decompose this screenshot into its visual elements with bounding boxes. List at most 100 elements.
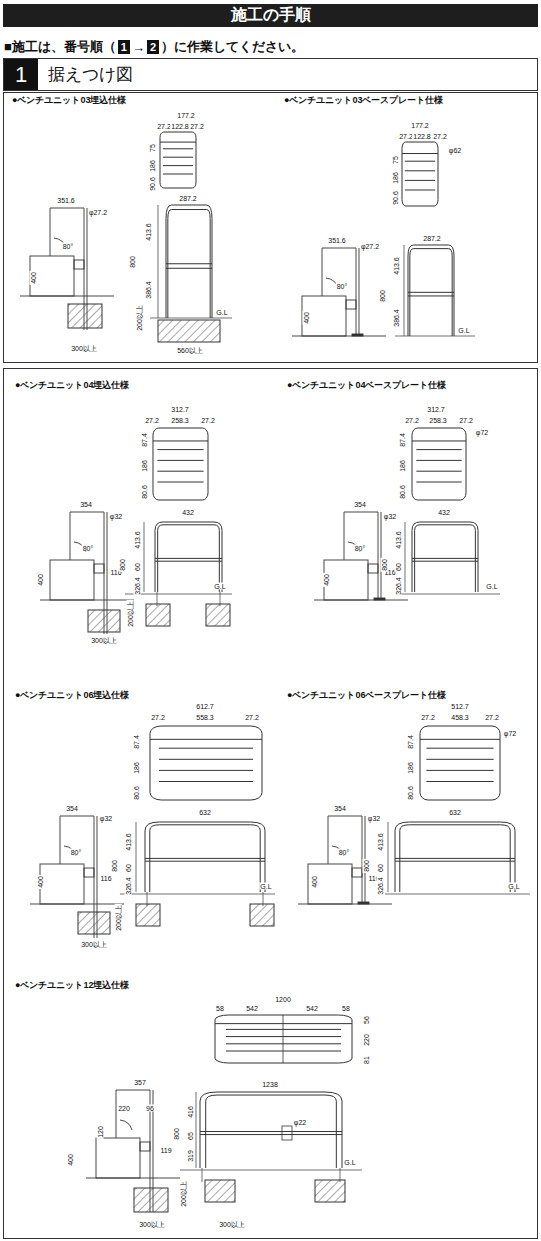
step-number: 2: [150, 41, 156, 53]
step-number: 1: [121, 41, 127, 53]
dimension-label: 542: [245, 1005, 259, 1012]
dimension-label: 800: [119, 558, 126, 572]
dimension-label: 58: [215, 1005, 225, 1012]
dimension-label: 186: [399, 459, 406, 473]
figure-title: ●ベンチユニット03ベースプレート仕様: [284, 96, 443, 105]
dimension-label: 612.7: [195, 703, 215, 710]
dimension-label: 120: [97, 1125, 104, 1139]
dimension-label: 413.6: [134, 530, 141, 550]
dimension-label: 27.2: [200, 417, 216, 424]
dimension-label: 354: [353, 501, 367, 508]
dimension-label: 119: [159, 1147, 172, 1154]
section-title: 据えつけ図: [48, 63, 133, 86]
dimension-label: 87.4: [407, 734, 414, 750]
dimension-label: 400: [37, 875, 44, 889]
dimension-label: 800: [363, 859, 370, 873]
dimension-label: 80°: [338, 849, 351, 856]
dimension-label: 386.4: [393, 308, 400, 328]
dimension-label: φ62: [448, 147, 462, 154]
dimension-label: 220: [363, 1033, 370, 1047]
figure-title: ●ベンチユニット04埋込仕様: [15, 381, 129, 390]
dimension-label: 122.8: [412, 133, 432, 140]
dimension-label: 432: [181, 509, 195, 516]
dimension-label: 800: [173, 1127, 180, 1141]
dimension-label: G.L: [259, 883, 272, 890]
dimension-label: 60: [377, 863, 384, 873]
dimension-label: 186: [133, 761, 140, 775]
dimension-label: 27.2: [420, 714, 436, 721]
dimension-label: 632: [448, 809, 462, 816]
dimension-label: 80.6: [133, 785, 140, 801]
dimension-label: 80°: [82, 545, 95, 552]
dimension-label: 558.3: [195, 714, 215, 721]
dimension-label: 90.6: [149, 176, 156, 192]
dimension-label: 351.6: [327, 237, 347, 244]
dimension-label: 200以上: [115, 904, 122, 932]
dimension-label: 458.3: [450, 714, 470, 721]
dimension-label: 58: [341, 1005, 351, 1012]
dimension-label: 122.8: [170, 123, 190, 130]
dimension-label: 400: [303, 311, 310, 325]
dimension-label: 400: [67, 1153, 74, 1167]
dimension-label: φ32: [383, 513, 397, 520]
dimension-label: 357: [133, 1079, 147, 1086]
dimension-label: 542: [305, 1005, 319, 1012]
dimension-label: 287.2: [178, 195, 198, 202]
dimension-label: 400: [37, 573, 44, 587]
dimension-label: 1200: [274, 996, 292, 1003]
dimension-label: 60: [134, 562, 141, 572]
dimension-label: 386.4: [145, 280, 152, 300]
dimension-label: 354: [79, 501, 93, 508]
dimension-label: 300以上: [138, 1221, 166, 1228]
dimension-label: 400: [323, 573, 330, 587]
dimension-label: 413.6: [125, 832, 132, 852]
step-number-box: 2: [147, 40, 159, 54]
dimension-label: 287.2: [422, 235, 442, 242]
dimension-label: 413.6: [145, 222, 152, 242]
dimension-label: 258.3: [428, 417, 448, 424]
dimension-label: 560以上: [176, 347, 204, 354]
dimension-label: φ32: [99, 815, 113, 822]
dimension-label: 60: [125, 863, 132, 873]
instruction-row: ■施工は、番号順（1→2）に作業してください。: [4, 38, 304, 56]
dimension-label: 220: [117, 1105, 131, 1112]
dimension-label: 81: [363, 1055, 370, 1065]
dimension-label: 800: [381, 558, 388, 572]
dimension-label: φ72: [503, 730, 517, 737]
dimension-label: 200以上: [180, 1180, 187, 1208]
dimension-label: 27.2: [404, 417, 420, 424]
dimension-label: 177.2: [410, 122, 430, 129]
instruction-text: ）に作業してください。: [161, 38, 304, 56]
dimension-label: 312.7: [170, 406, 190, 413]
dimension-label: G.L: [343, 1159, 356, 1166]
dimension-label: 87.4: [141, 432, 148, 448]
dimension-label: 300以上: [218, 1221, 246, 1228]
dimension-label: 200以上: [127, 600, 134, 628]
dimension-label: 75: [149, 143, 156, 153]
dimension-label: 80°: [62, 243, 75, 250]
section-number: 1: [4, 59, 38, 90]
dimension-label: 87.4: [133, 734, 140, 750]
figure-title: ●ベンチユニット03埋込仕様: [12, 96, 126, 105]
dimension-label: φ27.2: [360, 243, 380, 250]
dimension-label: 116: [99, 875, 112, 882]
dimension-label: 27.2: [189, 123, 205, 130]
dimension-label: 351.6: [56, 197, 76, 204]
step-number-box: 1: [118, 40, 130, 54]
figure-title: ●ベンチユニット06ベースプレート仕様: [287, 691, 446, 700]
dimension-label: G.L: [457, 327, 470, 334]
figure-title: ●ベンチユニット06埋込仕様: [15, 691, 129, 700]
dimension-label: 312.7: [426, 406, 446, 413]
dimension-label: φ32: [367, 815, 381, 822]
dimension-label: 512.7: [450, 703, 470, 710]
dimension-label: 186: [149, 159, 156, 173]
instruction-text: ■施工は、番号順（: [4, 38, 116, 56]
dimension-label: φ32: [109, 513, 123, 520]
dimension-label: 56: [363, 1015, 370, 1025]
dimension-label: 632: [198, 809, 212, 816]
dimension-label: 400: [30, 271, 37, 285]
dimension-label: 400: [311, 875, 318, 889]
dimension-label: 800: [379, 289, 386, 303]
dimension-label: G.L: [485, 583, 498, 590]
